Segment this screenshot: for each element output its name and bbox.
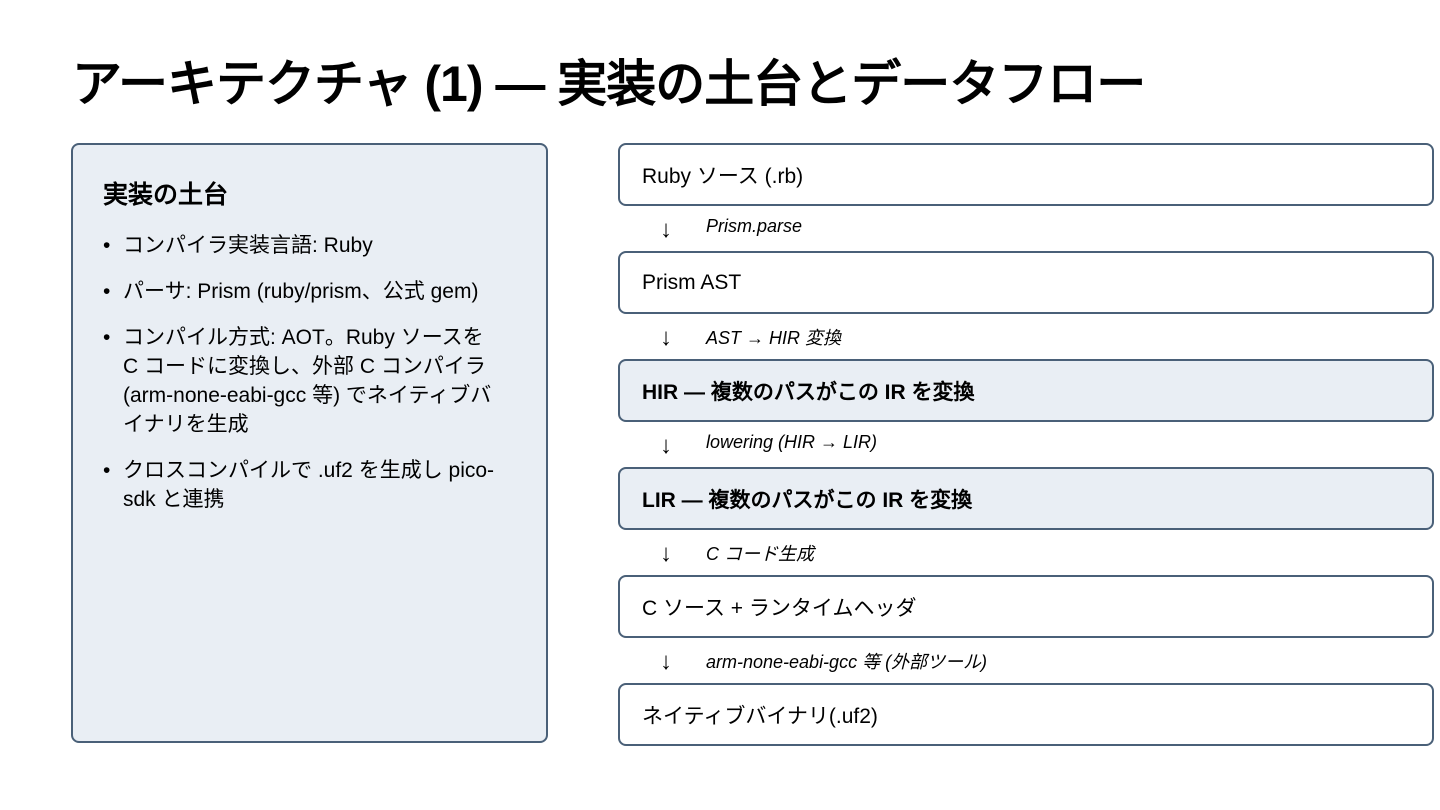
flow-step-label: ネイティブバイナリ(.uf2)	[642, 704, 878, 728]
flow-step-label: HIR — 複数のパスがこの IR を変換	[642, 380, 975, 404]
bullet-item: コンパイル方式: AOT。Ruby ソースを C コードに変換し、外部 C コン…	[103, 323, 503, 439]
down-arrow-icon: ↓	[660, 432, 672, 459]
down-arrow-icon: ↓	[660, 324, 672, 351]
flow-transition: ↓ C コード生成	[618, 530, 1434, 575]
slide-title: アーキテクチャ (1) — 実装の土台とデータフロー	[72, 56, 1146, 112]
flow-step-c-source: C ソース + ランタイムヘッダ	[618, 575, 1434, 638]
flow-step-prism-ast: Prism AST	[618, 251, 1434, 314]
flow-step-hir: HIR — 複数のパスがこの IR を変換	[618, 359, 1434, 422]
foundation-panel: 実装の土台 コンパイラ実装言語: Ruby パーサ: Prism (ruby/p…	[71, 143, 548, 743]
flow-step-ruby-source: Ruby ソース (.rb)	[618, 143, 1434, 206]
down-arrow-icon: ↓	[660, 216, 672, 243]
down-arrow-icon: ↓	[660, 540, 672, 567]
down-arrow-icon: ↓	[660, 648, 672, 675]
flow-transition: ↓ lowering (HIR → LIR)	[618, 422, 1434, 467]
flow-step-label: C ソース + ランタイムヘッダ	[642, 596, 917, 620]
flow-transition: ↓ AST → HIR 変換	[618, 314, 1434, 359]
flow-step-lir: LIR — 複数のパスがこの IR を変換	[618, 467, 1434, 530]
bullet-item: パーサ: Prism (ruby/prism、公式 gem)	[103, 277, 503, 306]
flow-transition: ↓ arm-none-eabi-gcc 等 (外部ツール)	[618, 638, 1434, 683]
bullet-list: コンパイラ実装言語: Ruby パーサ: Prism (ruby/prism、公…	[103, 231, 516, 514]
bullet-item: クロスコンパイルで .uf2 を生成し pico-sdk と連携	[103, 456, 503, 514]
transition-label: lowering (HIR → LIR)	[706, 432, 878, 452]
panel-heading: 実装の土台	[103, 181, 229, 209]
data-flow-diagram: Ruby ソース (.rb) ↓ Prism.parse Prism AST ↓…	[618, 143, 1434, 746]
flow-step-label: Ruby ソース (.rb)	[642, 164, 804, 188]
transition-label: Prism.parse	[706, 216, 803, 236]
bullet-item: コンパイラ実装言語: Ruby	[103, 231, 503, 260]
flow-transition: ↓ Prism.parse	[618, 206, 1434, 251]
transition-label: arm-none-eabi-gcc 等 (外部ツール)	[706, 652, 988, 672]
flow-step-native-binary: ネイティブバイナリ(.uf2)	[618, 683, 1434, 746]
flow-step-label: LIR — 複数のパスがこの IR を変換	[642, 488, 973, 512]
flow-step-label: Prism AST	[642, 270, 742, 294]
transition-label: C コード生成	[706, 544, 814, 564]
transition-label: AST → HIR 変換	[706, 328, 842, 348]
